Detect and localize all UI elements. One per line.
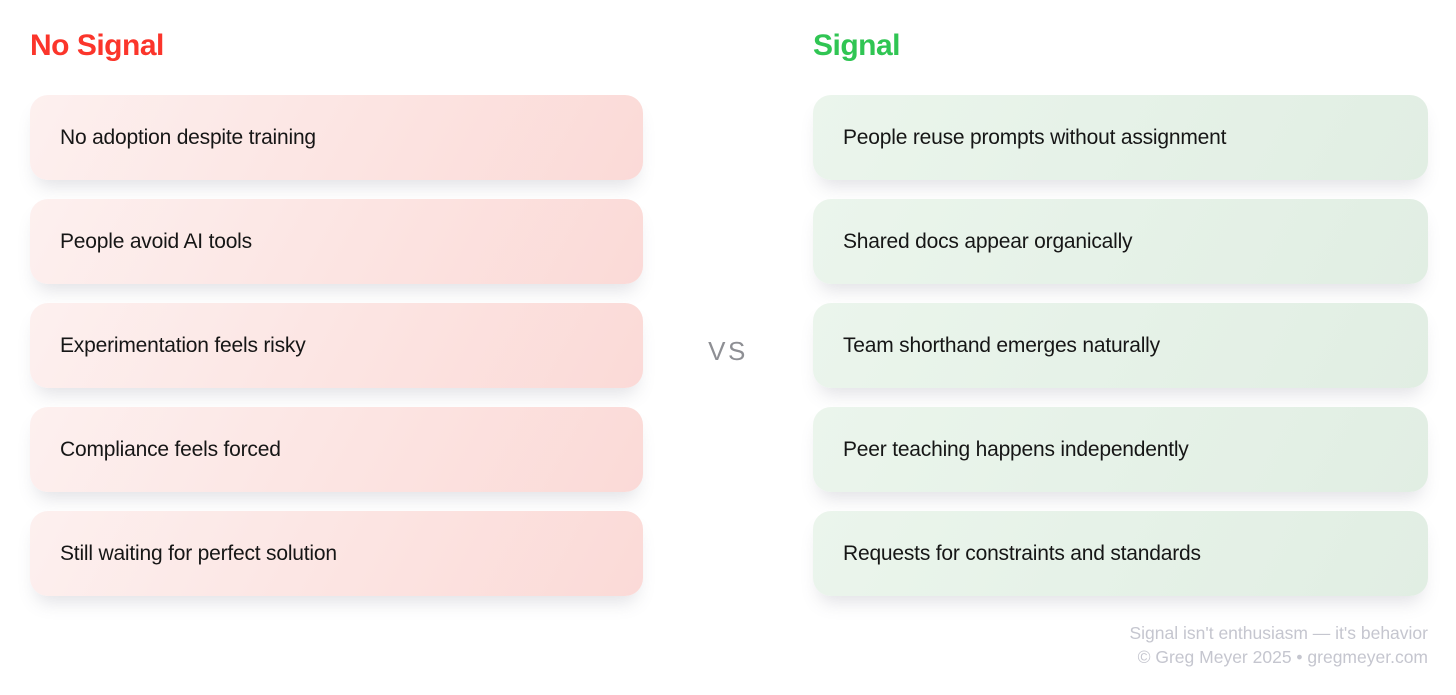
no-signal-card: People avoid AI tools <box>30 199 643 284</box>
no-signal-card-text: No adoption despite training <box>60 125 316 149</box>
no-signal-card: Still waiting for perfect solution <box>30 511 643 596</box>
signal-card: Shared docs appear organically <box>813 199 1428 284</box>
footer-tagline: Signal isn't enthusiasm — it's behavior <box>1129 623 1429 643</box>
no-signal-card: Experimentation feels risky <box>30 303 643 388</box>
signal-card: Requests for constraints and standards <box>813 511 1428 596</box>
signal-card: Team shorthand emerges naturally <box>813 303 1428 388</box>
signal-heading: Signal <box>813 29 901 62</box>
no-signal-card-text: People avoid AI tools <box>60 229 252 253</box>
signal-card-text: Requests for constraints and standards <box>843 541 1201 565</box>
no-signal-heading: No Signal <box>30 29 164 62</box>
footer: Signal isn't enthusiasm — it's behavior … <box>1130 622 1429 669</box>
no-signal-card-text: Compliance feels forced <box>60 437 281 461</box>
no-signal-card-text: Experimentation feels risky <box>60 333 306 357</box>
signal-card: Peer teaching happens independently <box>813 407 1428 492</box>
signal-card-text: Peer teaching happens independently <box>843 437 1189 461</box>
signal-card-text: People reuse prompts without assignment <box>843 125 1227 149</box>
no-signal-card: Compliance feels forced <box>30 407 643 492</box>
signal-card-list: People reuse prompts without assignment … <box>813 95 1428 596</box>
footer-copyright: © Greg Meyer 2025 • gregmeyer.com <box>1137 646 1428 667</box>
no-signal-card: No adoption despite training <box>30 95 643 180</box>
no-signal-card-text: Still waiting for perfect solution <box>60 541 337 565</box>
signal-card: People reuse prompts without assignment <box>813 95 1428 180</box>
no-signal-card-list: No adoption despite training People avoi… <box>30 95 643 596</box>
signal-card-text: Team shorthand emerges naturally <box>843 333 1160 357</box>
signal-card-text: Shared docs appear organically <box>843 229 1133 253</box>
vs-divider: VS <box>708 336 748 366</box>
